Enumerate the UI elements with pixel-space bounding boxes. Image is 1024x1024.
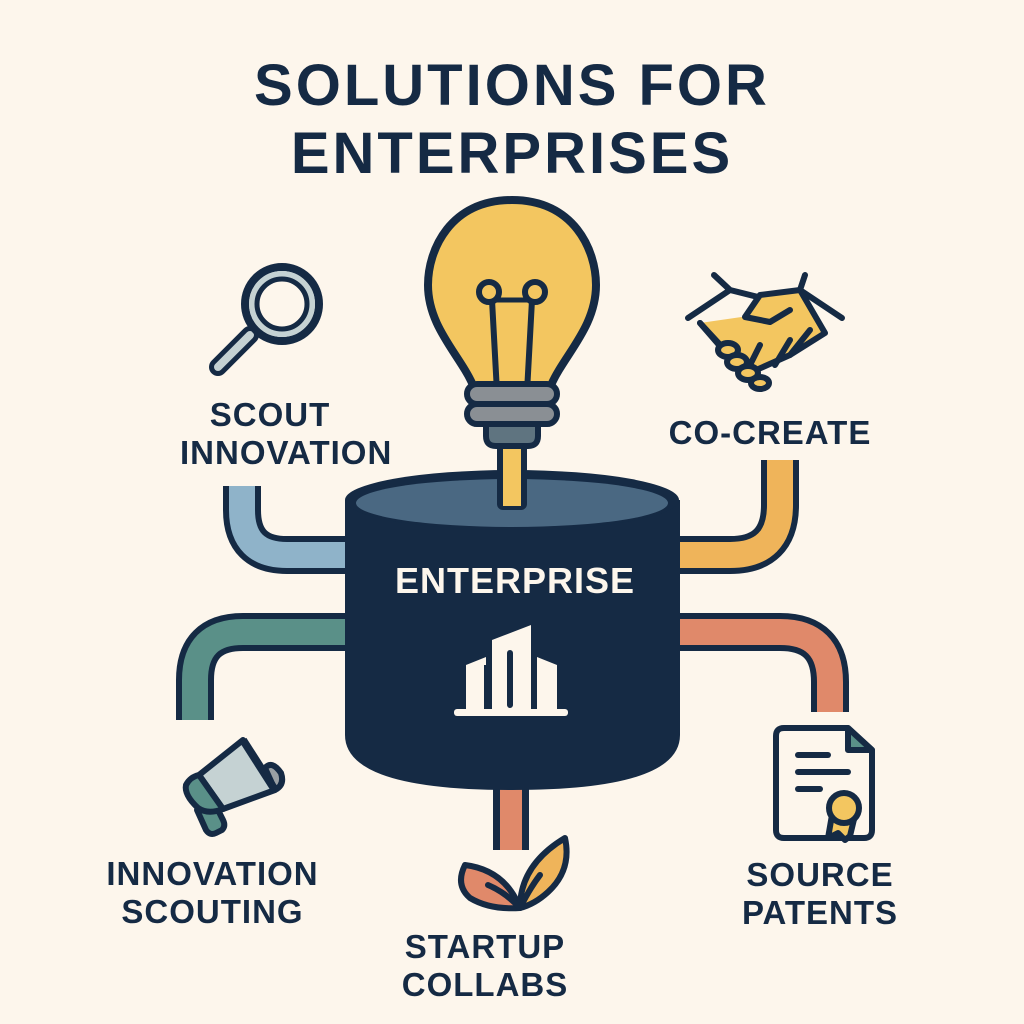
enterprise-cylinder: [345, 470, 680, 790]
title-line-1: SOLUTIONS FOR: [254, 53, 770, 118]
node-label-line: CO-CREATE: [668, 414, 872, 451]
page-title: SOLUTIONS FOR ENTERPRISES: [0, 52, 1024, 188]
node-label-line: INNOVATION: [180, 434, 393, 471]
pipe-innovation-scouting: [176, 613, 350, 720]
sprout-icon: [458, 835, 570, 912]
node-label-line: SCOUTING: [121, 893, 304, 930]
pipe-startup-collabs: [493, 780, 529, 850]
pipe-source-patents: [675, 613, 849, 712]
node-label-line: STARTUP: [404, 928, 566, 965]
megaphone-icon: [182, 737, 286, 837]
node-co-create: CO-CREATE: [655, 414, 885, 452]
enterprise-label: ENTERPRISE: [394, 560, 636, 601]
node-label-line: INNOVATION: [106, 855, 319, 892]
node-innovation-scouting: INNOVATION SCOUTING: [90, 855, 335, 931]
node-label-line: COLLABS: [401, 966, 569, 1003]
node-source-patents: SOURCE PATENTS: [735, 856, 905, 932]
pipe-scout-innovation: [223, 486, 350, 574]
node-label-line: PATENTS: [741, 894, 899, 931]
lightbulb-icon: [423, 195, 601, 510]
node-label-line: SOURCE: [746, 856, 894, 893]
title-line-2: ENTERPRISES: [290, 121, 734, 186]
pipe-co-create: [675, 460, 799, 574]
node-startup-collabs: STARTUP COLLABS: [385, 928, 585, 1004]
certificate-document-icon: [773, 725, 875, 843]
node-label-line: SCOUT: [209, 396, 331, 433]
node-scout-innovation: SCOUT INNOVATION: [180, 396, 393, 472]
handshake-icon: [685, 272, 845, 392]
magnifying-glass-icon: [209, 263, 323, 376]
